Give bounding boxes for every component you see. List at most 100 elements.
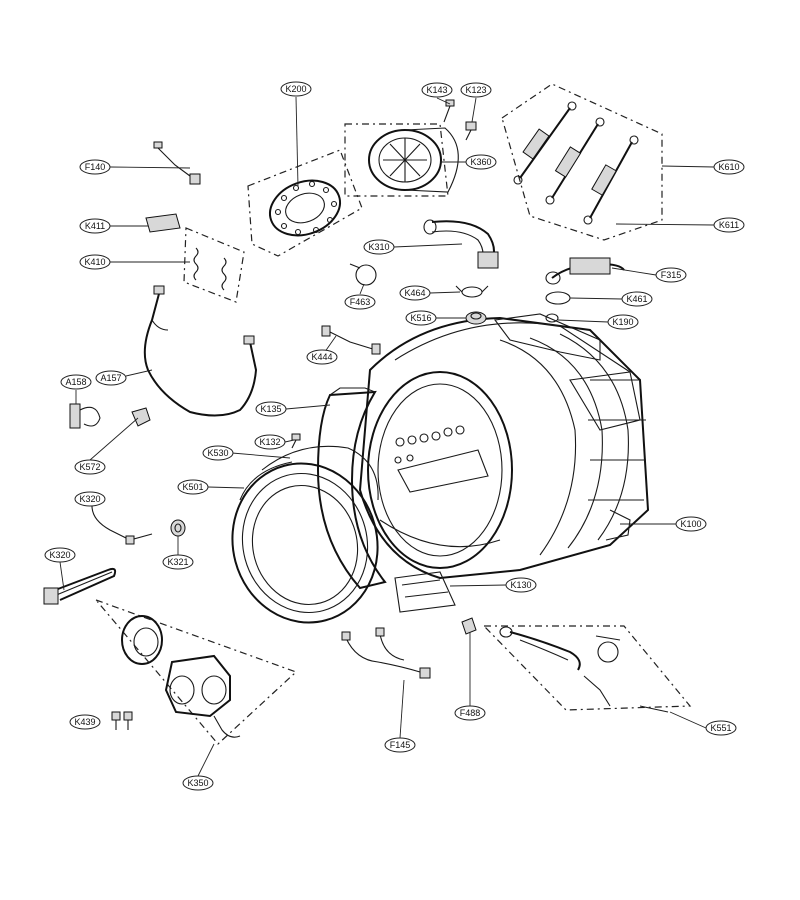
inlet-hose (545, 257, 625, 285)
svg-text:K572: K572 (79, 462, 100, 472)
label-k132: K132 (254, 434, 286, 450)
leader-k123 (471, 97, 477, 123)
tub-front-opening (367, 371, 513, 569)
tub-top-frame (493, 313, 601, 361)
leader-k135 (285, 404, 331, 410)
leader-k200 (295, 96, 299, 187)
leader-k461 (569, 297, 623, 300)
leader-k143 (436, 97, 451, 105)
leader-k320b (59, 561, 65, 591)
tub-hose (423, 219, 499, 269)
label-k411: K411 (79, 218, 111, 234)
leader-f315 (611, 267, 657, 276)
rotor-body (404, 127, 459, 193)
gasket-fold (239, 461, 293, 501)
part-labels: K200 K143 K123 K360 K610 K611 F140 K411 … (44, 81, 745, 791)
bolt-k132 (291, 433, 301, 449)
hose-clamp-f463 (349, 263, 377, 286)
label-k611: K611 (713, 217, 745, 233)
label-f463: F463 (344, 294, 376, 310)
tub-side-housing (569, 371, 641, 431)
svg-text:A157: A157 (100, 373, 121, 383)
leader-k501 (207, 486, 245, 489)
label-f315: F315 (655, 267, 687, 283)
leader-f145 (399, 679, 405, 739)
svg-text:K123: K123 (465, 85, 486, 95)
group-outline-pulley (247, 149, 363, 257)
label-k143: K143 (421, 82, 453, 98)
group-outline-pump (94, 598, 298, 745)
svg-text:F145: F145 (390, 740, 411, 750)
seal-k190 (545, 313, 559, 323)
svg-text:K411: K411 (85, 221, 105, 231)
label-k123: K123 (460, 82, 492, 98)
tub-drum-holes (394, 425, 465, 464)
label-f488: F488 (454, 705, 486, 721)
label-k100: K100 (675, 516, 707, 532)
label-f140: F140 (79, 159, 111, 175)
group-outline-dampers (501, 83, 663, 241)
sensor-a158 (69, 403, 101, 429)
grommet-k321 (170, 519, 186, 537)
wire-k320a (91, 505, 153, 545)
label-k439: K439 (69, 714, 101, 730)
leader-a157 (125, 369, 153, 377)
svg-text:F140: F140 (85, 162, 106, 172)
damper-3 (583, 135, 639, 225)
damper-1 (513, 101, 577, 185)
svg-text:K130: K130 (510, 580, 531, 590)
harness-a157 (143, 285, 258, 417)
svg-text:K200: K200 (285, 84, 306, 94)
drain-hose (499, 626, 669, 713)
svg-text:F463: F463 (350, 297, 371, 307)
svg-text:F488: F488 (460, 708, 481, 718)
tub-side-bracket (605, 509, 631, 541)
label-k320b: K320 (44, 547, 76, 563)
tub-front-cover (316, 387, 456, 613)
tub-outer-shell (358, 316, 650, 580)
svg-text:K320: K320 (79, 494, 100, 504)
leader-f140 (109, 166, 191, 169)
leader-k572 (89, 417, 139, 461)
seal-k516 (465, 311, 487, 325)
group-outline-motor (344, 123, 449, 197)
label-k321: K321 (162, 554, 194, 570)
group-outline-drain-hose (482, 625, 692, 711)
label-a158: A158 (60, 374, 92, 390)
svg-text:K310: K310 (368, 242, 389, 252)
rotor-spokes (383, 138, 427, 182)
part-k572 (131, 407, 151, 427)
washer-k464 (455, 285, 489, 298)
bolt-k143 (443, 99, 455, 123)
pulley-outer (269, 179, 341, 237)
svg-text:K516: K516 (410, 313, 431, 323)
svg-text:K551: K551 (710, 723, 731, 733)
leader-lines (59, 96, 715, 777)
harness-f145 (341, 627, 431, 679)
pulley-inner (285, 192, 325, 224)
label-k530: K530 (202, 445, 234, 461)
leader-k350 (197, 743, 215, 777)
label-k135: K135 (255, 401, 287, 417)
motor-rotor (368, 127, 459, 193)
svg-text:K439: K439 (74, 717, 95, 727)
bolt-k123 (465, 121, 477, 141)
leader-k132 (284, 439, 295, 443)
label-k610: K610 (713, 159, 745, 175)
label-k130: K130 (505, 577, 537, 593)
tub-assembly (358, 313, 650, 580)
tub-back-rib (588, 379, 646, 501)
svg-text:A158: A158 (65, 377, 86, 387)
tub-cover-frame (316, 390, 387, 590)
tub-rib-1 (499, 339, 577, 556)
leader-k310 (393, 243, 463, 248)
label-k551: K551 (705, 720, 737, 736)
tub-top-ridge (394, 322, 631, 373)
tub-rib-2 (529, 337, 603, 549)
pulley-part (269, 179, 341, 237)
label-k501: K501 (177, 479, 209, 495)
door-gasket (231, 461, 379, 624)
label-k444: K444 (306, 349, 338, 365)
gasket-mid-ring (241, 472, 369, 614)
leader-k464 (429, 291, 461, 294)
